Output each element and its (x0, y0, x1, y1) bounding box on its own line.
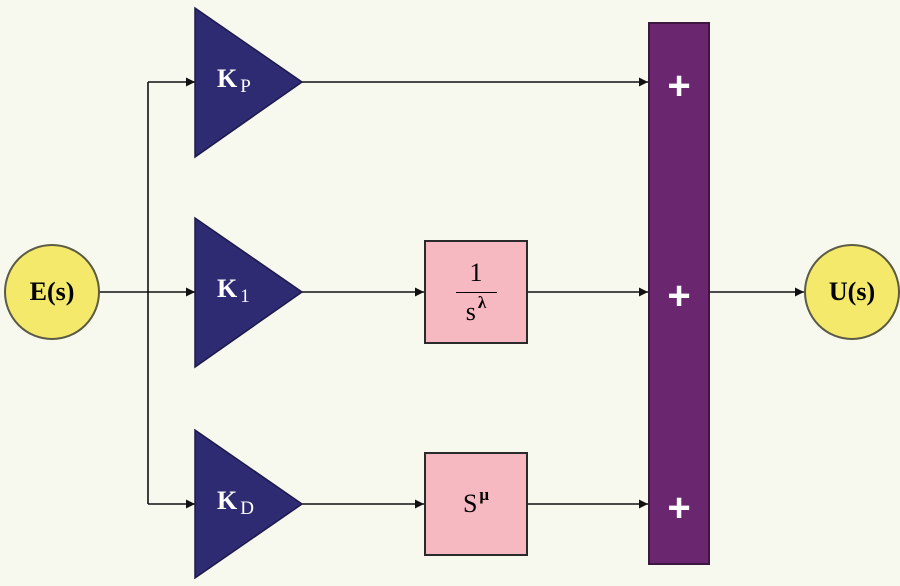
input-node-label: E(s) (29, 277, 75, 306)
integrator-base: s (465, 296, 476, 326)
summer-sign-kp: + (667, 64, 691, 108)
gain-kp-subscript: P (240, 76, 251, 97)
gain-ki-main: K (217, 274, 238, 303)
differentiator-exponent: μ (479, 485, 490, 504)
summing-junction[interactable]: + + + (648, 22, 710, 565)
gain-ki-subscript: 1 (240, 286, 250, 307)
summer-sign-kd: + (667, 486, 691, 530)
gain-kd-main: K (217, 486, 238, 515)
integrator-numerator: 1 (455, 259, 497, 293)
output-node-label: U(s) (828, 277, 876, 306)
output-node-u[interactable]: U(s) (804, 244, 900, 340)
gain-kp-main: K (217, 64, 238, 93)
summer-sign-ki: + (667, 274, 691, 318)
input-node-e[interactable]: E(s) (4, 244, 100, 340)
differentiator-base: S (462, 489, 478, 518)
integrator-exponent: λ (477, 292, 487, 312)
gain-kd-subscript: D (240, 498, 254, 519)
